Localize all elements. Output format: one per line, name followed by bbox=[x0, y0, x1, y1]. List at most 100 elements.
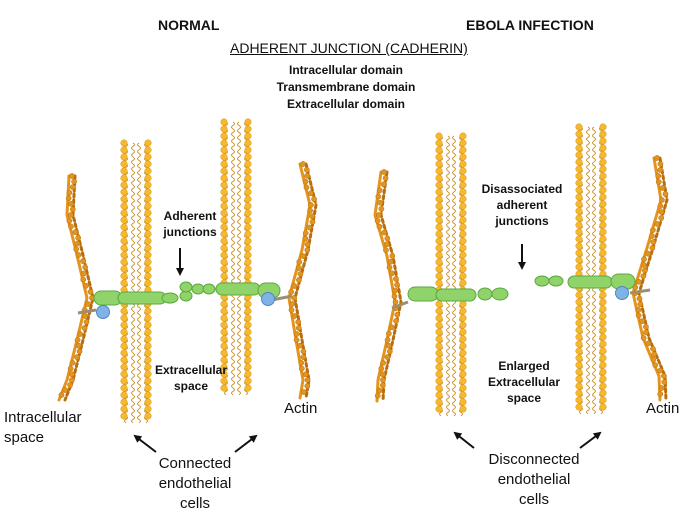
lipid-tail bbox=[131, 394, 135, 403]
actin-bead bbox=[635, 307, 642, 313]
lipid-head bbox=[220, 146, 228, 154]
lipid-head bbox=[599, 312, 607, 320]
actin-bead bbox=[300, 354, 307, 360]
lipid-tail bbox=[237, 380, 241, 389]
actin-bead bbox=[82, 313, 89, 319]
lipid-head bbox=[435, 265, 443, 273]
lipid-head bbox=[599, 368, 607, 376]
lipid-head bbox=[244, 272, 252, 280]
lipid-head bbox=[575, 200, 583, 208]
lipid-tail bbox=[452, 359, 456, 368]
lipid-tail bbox=[137, 177, 141, 186]
lipid-tail bbox=[237, 198, 241, 207]
lipid-tail bbox=[237, 233, 241, 242]
lipid-tail bbox=[592, 392, 596, 401]
lipid-tail bbox=[131, 219, 135, 228]
lipid-tail bbox=[446, 401, 450, 410]
actin-bead bbox=[375, 212, 382, 218]
lipid-head bbox=[244, 202, 252, 210]
actin-bead bbox=[304, 377, 311, 383]
catenin-linker bbox=[77, 308, 97, 315]
lipid-tail bbox=[137, 212, 141, 221]
lipid-head bbox=[575, 291, 583, 299]
actin-bead bbox=[392, 299, 399, 305]
actin-bead bbox=[658, 385, 665, 391]
actin-bead bbox=[295, 325, 302, 331]
lipid-tail bbox=[137, 387, 141, 396]
actin-normal-right bbox=[287, 161, 318, 400]
actin-bead bbox=[394, 281, 400, 288]
lipid-head bbox=[244, 307, 252, 315]
actin-bead bbox=[293, 337, 300, 343]
catenin-normal-right bbox=[261, 292, 275, 306]
lipid-head bbox=[244, 160, 252, 168]
actin-ebola-right bbox=[631, 155, 669, 402]
lipid-head bbox=[435, 167, 443, 175]
arrow-to-ebola-left-cell bbox=[453, 431, 475, 449]
lipid-head bbox=[120, 307, 128, 315]
actin-bead bbox=[376, 387, 383, 394]
lipid-head bbox=[575, 298, 583, 306]
lipid-tail bbox=[592, 189, 596, 198]
lipid-head bbox=[459, 377, 467, 385]
lipid-head bbox=[144, 258, 152, 266]
lipid-tail bbox=[237, 135, 241, 144]
lipid-tail bbox=[446, 156, 450, 165]
lipid-head bbox=[120, 195, 128, 203]
lipid-tail bbox=[592, 140, 596, 149]
actin-normal-left bbox=[57, 173, 95, 402]
lipid-head bbox=[575, 389, 583, 397]
lipid-head bbox=[599, 354, 607, 362]
lipid-tail bbox=[131, 331, 135, 340]
lipid-tail bbox=[452, 149, 456, 158]
lipid-head bbox=[144, 202, 152, 210]
lipid-head bbox=[220, 251, 228, 259]
actin-bead bbox=[303, 167, 310, 173]
lipid-head bbox=[599, 333, 607, 341]
actin-bead bbox=[288, 307, 295, 313]
actin-bead bbox=[643, 323, 649, 330]
lipid-tail bbox=[231, 268, 235, 277]
lipid-head bbox=[244, 356, 252, 364]
lipid-tail bbox=[446, 149, 450, 158]
legend-extracellular-domain: Extracellular domain bbox=[286, 97, 406, 111]
actin-bead bbox=[379, 382, 386, 389]
lipid-head bbox=[120, 251, 128, 259]
lipid-head bbox=[220, 195, 228, 203]
lipid-head bbox=[144, 391, 152, 399]
actin-bead bbox=[81, 270, 87, 277]
lipid-head bbox=[599, 130, 607, 138]
lipid-tail bbox=[586, 378, 590, 387]
lipid-tail bbox=[237, 275, 241, 284]
actin-bead bbox=[84, 301, 91, 307]
lipid-head bbox=[244, 167, 252, 175]
lipid-head bbox=[244, 265, 252, 273]
catenin-normal-left bbox=[96, 305, 110, 319]
lipid-head bbox=[120, 188, 128, 196]
lipid-head bbox=[575, 249, 583, 257]
actin-bead bbox=[654, 221, 661, 227]
arrow-to-normal-left-cell bbox=[133, 434, 157, 453]
lipid-head bbox=[459, 139, 467, 147]
lipid-head bbox=[244, 258, 252, 266]
lipid-tail bbox=[592, 238, 596, 247]
lipid-tail bbox=[452, 254, 456, 263]
lipid-tail bbox=[231, 156, 235, 165]
actin-bead bbox=[375, 193, 382, 200]
lipid-head bbox=[599, 242, 607, 250]
lipid-head bbox=[144, 356, 152, 364]
lipid-head bbox=[120, 384, 128, 392]
lipid-tail bbox=[592, 378, 596, 387]
actin-bead bbox=[68, 223, 74, 230]
lipid-tail bbox=[231, 331, 235, 340]
lipid-head bbox=[120, 216, 128, 224]
lipid-tail bbox=[237, 268, 241, 277]
lipid-tail bbox=[592, 371, 596, 380]
lipid-head bbox=[459, 300, 467, 308]
lipid-head bbox=[244, 349, 252, 357]
lipid-head bbox=[220, 377, 228, 385]
lipid-tail bbox=[586, 329, 590, 338]
lipid-head bbox=[575, 186, 583, 194]
lipid-head bbox=[599, 137, 607, 145]
